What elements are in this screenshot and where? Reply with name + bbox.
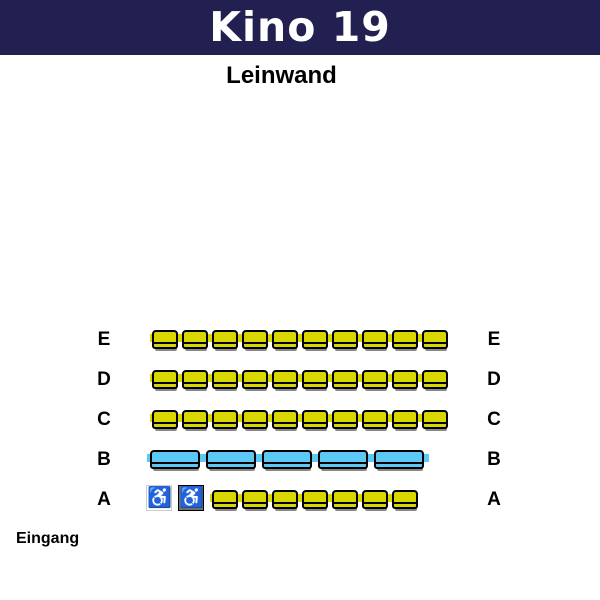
seat-D6[interactable]: [302, 370, 328, 391]
row-label-right: B: [487, 449, 501, 470]
seat-E1[interactable]: [152, 330, 178, 351]
seat-C6[interactable]: [302, 410, 328, 431]
seat-A5[interactable]: [332, 490, 358, 511]
double-seat-B3[interactable]: [262, 450, 312, 471]
double-seat-B2[interactable]: [206, 450, 256, 471]
cinema-title: Kino 19: [209, 3, 391, 51]
seat-D1[interactable]: [152, 370, 178, 391]
seat-D9[interactable]: [392, 370, 418, 391]
seat-A4[interactable]: [302, 490, 328, 511]
row-label-left: E: [97, 329, 111, 350]
seat-E10[interactable]: [422, 330, 448, 351]
seat-E4[interactable]: [242, 330, 268, 351]
seat-C5[interactable]: [272, 410, 298, 431]
seat-E5[interactable]: [272, 330, 298, 351]
seat-E8[interactable]: [362, 330, 388, 351]
seat-D8[interactable]: [362, 370, 388, 391]
row-label-right: D: [487, 369, 501, 390]
seat-C9[interactable]: [392, 410, 418, 431]
row-label-right: E: [487, 329, 501, 350]
seat-D2[interactable]: [182, 370, 208, 391]
seat-E6[interactable]: [302, 330, 328, 351]
row-label-left: B: [97, 449, 111, 470]
row-connector: [150, 414, 448, 422]
seat-A2[interactable]: [242, 490, 268, 511]
row-label-right: C: [487, 409, 501, 430]
row-label-right: A: [487, 489, 501, 510]
seat-A6[interactable]: [362, 490, 388, 511]
entrance-label: Eingang: [16, 530, 80, 547]
wheelchair-seat-free[interactable]: ♿: [146, 485, 172, 511]
double-seat-B5[interactable]: [374, 450, 424, 471]
row-label-left: D: [97, 369, 111, 390]
seat-C4[interactable]: [242, 410, 268, 431]
seat-D7[interactable]: [332, 370, 358, 391]
seat-C10[interactable]: [422, 410, 448, 431]
seat-A3[interactable]: [272, 490, 298, 511]
row-connector: [150, 334, 448, 342]
seat-C7[interactable]: [332, 410, 358, 431]
header: Kino 19: [0, 0, 600, 55]
wheelchair-seat-taken[interactable]: ♿: [178, 485, 204, 511]
seat-C3[interactable]: [212, 410, 238, 431]
screen-label: Leinwand: [226, 62, 337, 89]
seat-D5[interactable]: [272, 370, 298, 391]
seat-C8[interactable]: [362, 410, 388, 431]
seat-D3[interactable]: [212, 370, 238, 391]
seat-E2[interactable]: [182, 330, 208, 351]
seat-C1[interactable]: [152, 410, 178, 431]
seat-E7[interactable]: [332, 330, 358, 351]
seat-D10[interactable]: [422, 370, 448, 391]
row-label-left: A: [97, 489, 111, 510]
seat-D4[interactable]: [242, 370, 268, 391]
seat-A1[interactable]: [212, 490, 238, 511]
seat-E3[interactable]: [212, 330, 238, 351]
seat-C2[interactable]: [182, 410, 208, 431]
seat-A7[interactable]: [392, 490, 418, 511]
double-seat-B1[interactable]: [150, 450, 200, 471]
row-connector: [150, 374, 448, 382]
row-label-left: C: [97, 409, 111, 430]
seat-E9[interactable]: [392, 330, 418, 351]
double-seat-B4[interactable]: [318, 450, 368, 471]
